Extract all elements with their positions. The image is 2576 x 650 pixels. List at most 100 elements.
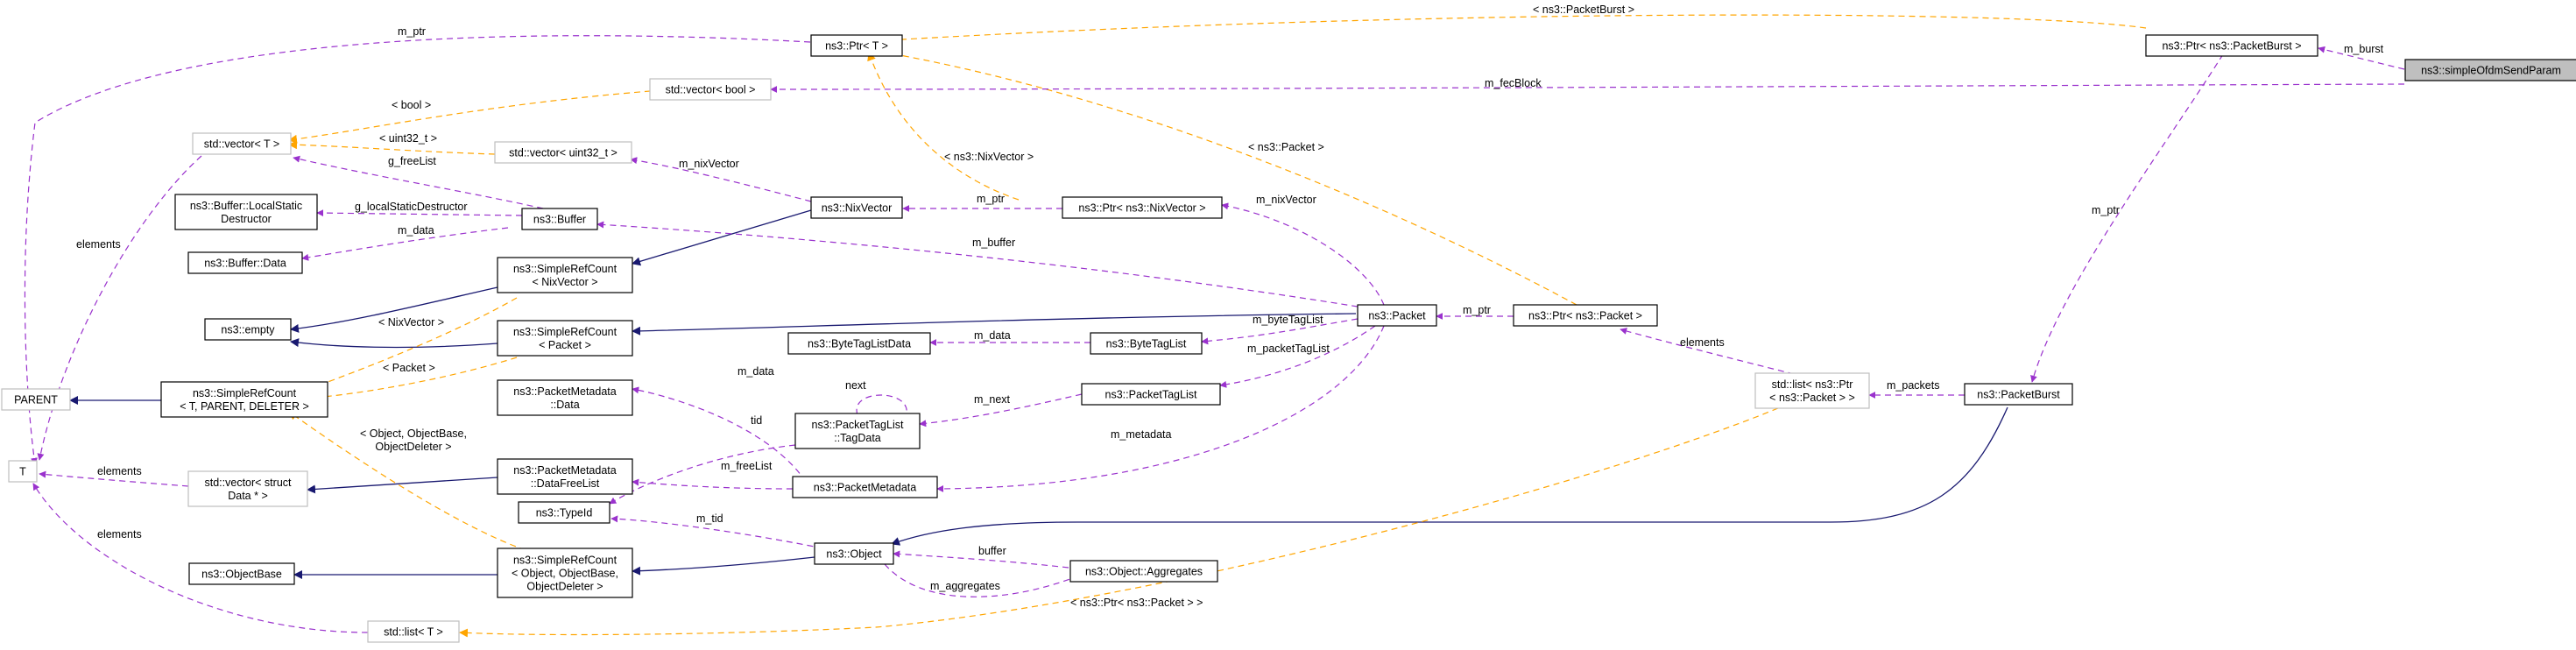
edge-tmpl-ptr-packet bbox=[875, 47, 1577, 306]
node-packetmetadata-freelist[interactable]: ns3::PacketMetadata::DataFreeList bbox=[497, 458, 633, 495]
node-bytetaglistdata[interactable]: ns3::ByteTagListData bbox=[787, 332, 931, 355]
edge-inherit-freelist-vector bbox=[307, 477, 498, 494]
node-box bbox=[1357, 304, 1437, 327]
edge-label-line: elements bbox=[76, 238, 121, 251]
node-label: std::vector< bool > bbox=[666, 84, 756, 96]
edge-label-line: m_burst bbox=[2344, 43, 2384, 55]
edge-usage-next bbox=[856, 394, 909, 425]
edge-label-g-localstatic: g_localStaticDestructor bbox=[355, 201, 468, 213]
node-packetmetadata-data[interactable]: ns3::PacketMetadata::Data bbox=[497, 379, 633, 416]
edge-label-m-burst: m_burst bbox=[2344, 43, 2384, 55]
node-box bbox=[814, 542, 894, 565]
edge-label-m-packets: m_packets bbox=[1887, 379, 1939, 392]
node-packettaglist[interactable]: ns3::PacketTagList bbox=[1081, 383, 1221, 406]
node-ptr-nixvector[interactable]: ns3::Ptr< ns3::NixVector > bbox=[1062, 196, 1223, 219]
edge-tmpl-src-nixvector bbox=[293, 297, 518, 396]
node-vector-uint32[interactable]: std::vector< uint32_t > bbox=[494, 141, 632, 164]
edge-label-line: < ns3::NixVector > bbox=[944, 151, 1034, 163]
edge-label-m-packettaglist: m_packetTagList bbox=[1247, 343, 1330, 355]
node-packetmetadata[interactable]: ns3::PacketMetadata bbox=[792, 476, 938, 498]
node-object[interactable]: ns3::Object bbox=[814, 542, 894, 565]
node-nixvector[interactable]: ns3::NixVector bbox=[810, 196, 903, 219]
edge-label-m-metadata: m_metadata bbox=[1111, 428, 1172, 441]
edge-label-line: m_packets bbox=[1887, 379, 1939, 392]
edge-usage-m-data-buffer bbox=[301, 227, 509, 261]
edge-label-line: m_byteTagList bbox=[1253, 314, 1323, 326]
edge-label-line: m_freeList bbox=[721, 460, 773, 472]
edge-label-m-next: m_next bbox=[974, 393, 1011, 406]
edge-usage-g-freelist bbox=[293, 155, 544, 209]
node-vector-bool[interactable]: std::vector< bool > bbox=[649, 78, 772, 101]
edge-label-line: < ns3::Packet > bbox=[1248, 141, 1324, 153]
node-ptr-packetburst[interactable]: ns3::Ptr< ns3::PacketBurst > bbox=[2145, 34, 2318, 57]
edge-label-line: < NixVector > bbox=[378, 316, 444, 329]
node-label: ns3::Buffer bbox=[533, 214, 586, 226]
node-box bbox=[792, 476, 938, 498]
edge-label-m-fecblock: m_fecBlock bbox=[1485, 77, 1542, 89]
node-box bbox=[787, 332, 931, 355]
node-ptr-packet[interactable]: ns3::Ptr< ns3::Packet > bbox=[1513, 304, 1658, 327]
edge-label-line: elements bbox=[97, 465, 142, 477]
node-packettaglist-tagdata[interactable]: ns3::PacketTagList::TagData bbox=[794, 413, 921, 449]
edge-usage-m-next bbox=[919, 393, 1083, 427]
node-box bbox=[518, 501, 610, 524]
edge-label-line: g_freeList bbox=[388, 155, 436, 167]
edge-label-uint32-tmpl: < uint32_t > bbox=[379, 132, 437, 145]
node-typeid[interactable]: ns3::TypeId bbox=[518, 501, 610, 524]
node-label: ns3::PacketBurst bbox=[1977, 389, 2060, 401]
node-label: ns3::Ptr< T > bbox=[825, 40, 888, 53]
node-label: ns3::PacketTagList bbox=[1105, 389, 1197, 401]
node-buffer[interactable]: ns3::Buffer bbox=[521, 208, 598, 230]
node-box bbox=[204, 318, 292, 341]
node-box bbox=[810, 196, 903, 219]
node-src-packet[interactable]: ns3::SimpleRefCount< Packet > bbox=[497, 320, 633, 357]
node-simple-ofdm-send-param[interactable]: ns3::simpleOfdmSendParam bbox=[2404, 59, 2576, 81]
node-empty[interactable]: ns3::empty bbox=[204, 318, 292, 341]
edge-label-m-ptr-burst: m_ptr bbox=[2092, 204, 2120, 216]
edge-label-tid: tid bbox=[751, 414, 762, 427]
node-bytetaglist[interactable]: ns3::ByteTagList bbox=[1090, 332, 1203, 355]
node-src-generic[interactable]: ns3::SimpleRefCount< T, PARENT, DELETER … bbox=[160, 381, 328, 418]
edge-label-line: next bbox=[845, 379, 866, 392]
node-label: ns3::PacketMetadata bbox=[513, 464, 616, 477]
node-packetburst[interactable]: ns3::PacketBurst bbox=[1964, 383, 2073, 406]
node-objectbase[interactable]: ns3::ObjectBase bbox=[188, 562, 295, 585]
node-vector-t[interactable]: std::vector< T > bbox=[192, 132, 292, 155]
node-object-aggregates[interactable]: ns3::Object::Aggregates bbox=[1069, 560, 1218, 583]
node-label: std::vector< struct bbox=[205, 477, 293, 489]
node-src-nixvector[interactable]: ns3::SimpleRefCount< NixVector > bbox=[497, 257, 633, 293]
edge-label-line: < Object, ObjectBase, bbox=[360, 427, 467, 440]
node-packet[interactable]: ns3::Packet bbox=[1357, 304, 1437, 327]
node-label: < NixVector > bbox=[532, 276, 597, 288]
edge-label-m-tid: m_tid bbox=[696, 512, 723, 525]
edge-label-line: m_buffer bbox=[972, 237, 1015, 249]
node-label: ns3::PacketMetadata bbox=[814, 482, 916, 494]
edge-label-line: ObjectDeleter > bbox=[375, 441, 451, 453]
node-label: ns3::Buffer::LocalStatic bbox=[190, 200, 302, 212]
node-list-t[interactable]: std::list< T > bbox=[367, 620, 460, 643]
edge-label-line: m_ptr bbox=[2092, 204, 2120, 216]
node-label: ns3::ByteTagList bbox=[1106, 338, 1187, 350]
edge-label-packetburst-tmpl: < ns3::PacketBurst > bbox=[1533, 4, 1634, 16]
node-ptr-t[interactable]: ns3::Ptr< T > bbox=[810, 34, 903, 57]
node-label: ::TagData bbox=[834, 432, 881, 444]
node-list-ptr-packet[interactable]: std::list< ns3::Ptr< ns3::Packet > > bbox=[1754, 372, 1870, 409]
edge-label-elements-vector-t: elements bbox=[76, 238, 121, 251]
node-buffer-data[interactable]: ns3::Buffer::Data bbox=[187, 251, 303, 274]
node-label: ns3::SimpleRefCount bbox=[513, 326, 618, 338]
node-parent[interactable]: PARENT bbox=[1, 388, 71, 411]
node-t[interactable]: T bbox=[8, 460, 38, 483]
edge-tmpl-ptr-packetburst bbox=[857, 14, 2147, 46]
node-label: ns3::PacketTagList bbox=[812, 419, 904, 431]
edge-label-line: m_metadata bbox=[1111, 428, 1172, 441]
node-label: ns3::Packet bbox=[1368, 310, 1426, 322]
edge-label-line: m_ptr bbox=[977, 193, 1005, 205]
edge-usage-m-buffer bbox=[596, 221, 1359, 307]
edge-label-nixvector-ptr-tmpl: < ns3::NixVector > bbox=[944, 151, 1034, 163]
node-label: Destructor bbox=[221, 213, 272, 225]
node-src-object[interactable]: ns3::SimpleRefCount< Object, ObjectBase,… bbox=[497, 548, 633, 598]
edge-label-m-ptr-nix: m_ptr bbox=[977, 193, 1005, 205]
node-label: ns3::empty bbox=[221, 324, 275, 336]
